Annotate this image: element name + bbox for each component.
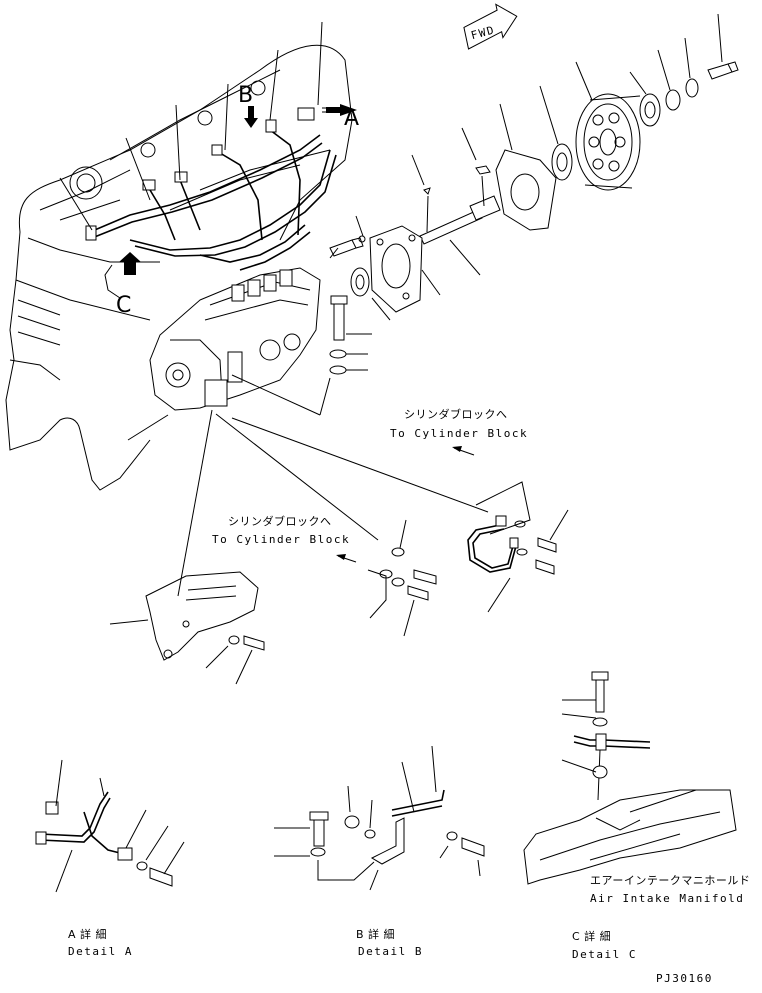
pump-bolt-stack — [231, 295, 372, 416]
arrow-label-b: B — [238, 83, 253, 108]
detail-b-drawing — [274, 745, 485, 891]
leader-lines-top — [59, 21, 323, 231]
injection-pipes — [85, 107, 337, 271]
detail-c-title-en: Detail C — [572, 948, 637, 961]
note-to-cylinder-block-en-1: To Cylinder Block — [390, 427, 528, 440]
fwd-arrow — [463, 3, 518, 50]
detail-c-drawing — [523, 671, 737, 885]
detail-a-title-en: Detail A — [68, 945, 133, 958]
cylinder-block-note-2: シリンダブロックへ To Cylinder Block — [212, 514, 357, 563]
mid-bolt-cluster — [215, 413, 437, 637]
detail-b-title-jp: B 詳 細 — [356, 927, 395, 941]
detail-a-title-jp: A 詳 細 — [68, 927, 107, 941]
note-to-cylinder-block-en-2: To Cylinder Block — [212, 533, 350, 546]
note-to-cylinder-block-jp-2: シリンダブロックへ — [228, 514, 332, 528]
fuel-injection-pump — [149, 267, 321, 411]
pump-flange — [329, 215, 441, 321]
oil-pipe-assembly — [231, 417, 569, 613]
leader-lines-gear — [411, 13, 723, 186]
arrow-label-a: A — [344, 106, 359, 131]
drive-gear-assembly — [551, 61, 739, 191]
engine-block — [5, 44, 353, 491]
detail-a-drawing — [35, 759, 185, 893]
fwd-label: FWD — [470, 23, 497, 42]
cylinder-block-note-1: シリンダブロックへ To Cylinder Block — [390, 407, 528, 456]
leader-lines-pump — [127, 414, 169, 441]
arrow-label-c: C — [116, 293, 131, 318]
gasket-plate — [495, 149, 557, 231]
detail-b-title-en: Detail B — [358, 945, 423, 958]
mounting-bracket — [109, 409, 265, 685]
leader-lines-shaft — [449, 239, 481, 276]
detail-c-title-jp: C 詳 細 — [572, 929, 611, 943]
manifold-label-en: Air Intake Manifold — [590, 892, 744, 905]
view-arrows — [104, 104, 357, 299]
note-to-cylinder-block-jp-1: シリンダブロックへ — [404, 407, 508, 421]
manifold-label-jp: エアーインテークマニホールド — [590, 874, 750, 887]
drawing-code: PJ30160 — [656, 972, 713, 985]
drive-shaft — [419, 165, 501, 245]
